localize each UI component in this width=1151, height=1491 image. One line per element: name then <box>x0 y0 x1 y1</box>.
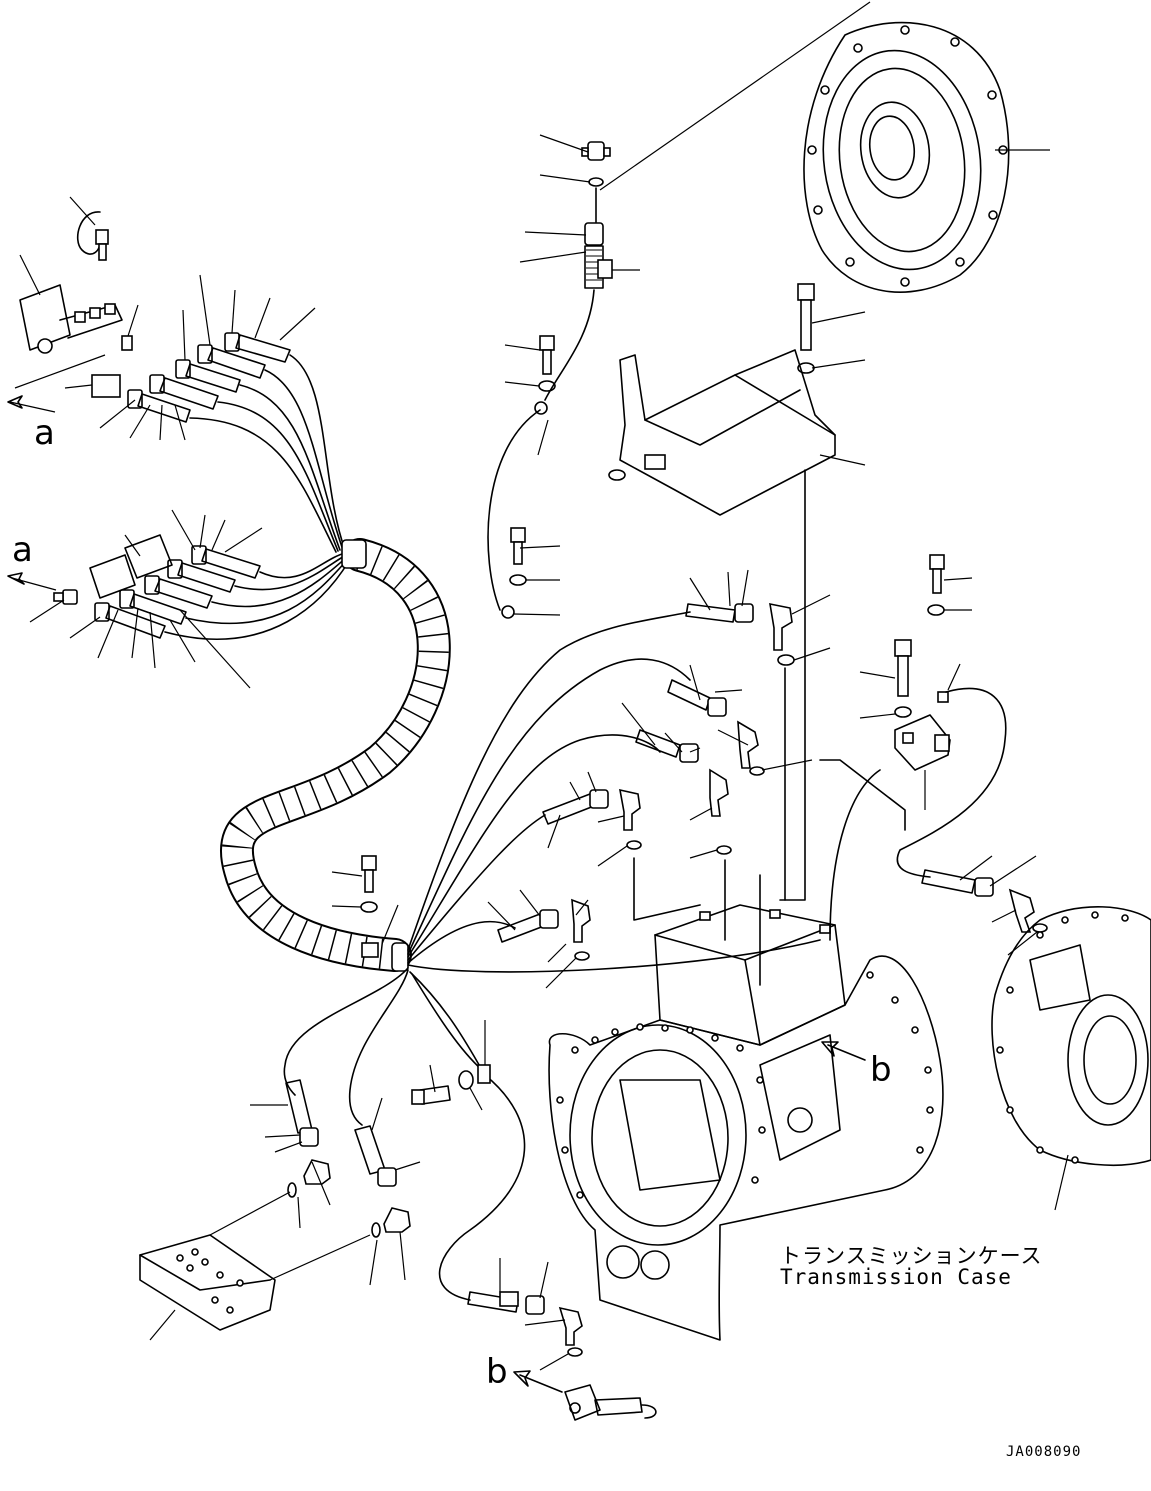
center-fittings <box>497 602 795 961</box>
rear-cover <box>991 906 1151 1166</box>
harness-clamp-bolt <box>360 855 379 958</box>
spiral-wrapped-harness <box>220 538 451 972</box>
lower-left-fittings <box>285 1079 583 1357</box>
controller-bracket <box>608 349 836 516</box>
long-bolt <box>797 283 815 374</box>
bolt-upper-mid <box>534 335 556 415</box>
hose-fittings-lower <box>53 534 261 639</box>
speed-sensor <box>564 1384 643 1421</box>
caption-japanese: トランスミッションケース <box>780 1244 1043 1268</box>
view-ref-b-lower: b <box>486 1352 508 1392</box>
right-hose-elbow <box>921 869 1048 933</box>
hose-fittings-upper <box>91 332 291 423</box>
view-ref-a-upper: a <box>34 413 55 453</box>
sensor-fitting-stack <box>581 141 613 289</box>
view-ref-b-right: b <box>870 1050 892 1090</box>
drawing-number: JA008090 <box>1006 1444 1082 1460</box>
valve-block <box>139 1234 276 1331</box>
right-bracket <box>894 554 951 771</box>
transmission-case <box>548 904 944 1341</box>
connector-block-upper <box>19 211 133 354</box>
view-ref-a-lower: a <box>12 530 33 570</box>
clamp-lower <box>411 1064 491 1105</box>
clamp-mid <box>501 527 527 619</box>
caption-english: Transmission Case <box>780 1265 1012 1289</box>
converter-housing <box>803 21 1010 293</box>
